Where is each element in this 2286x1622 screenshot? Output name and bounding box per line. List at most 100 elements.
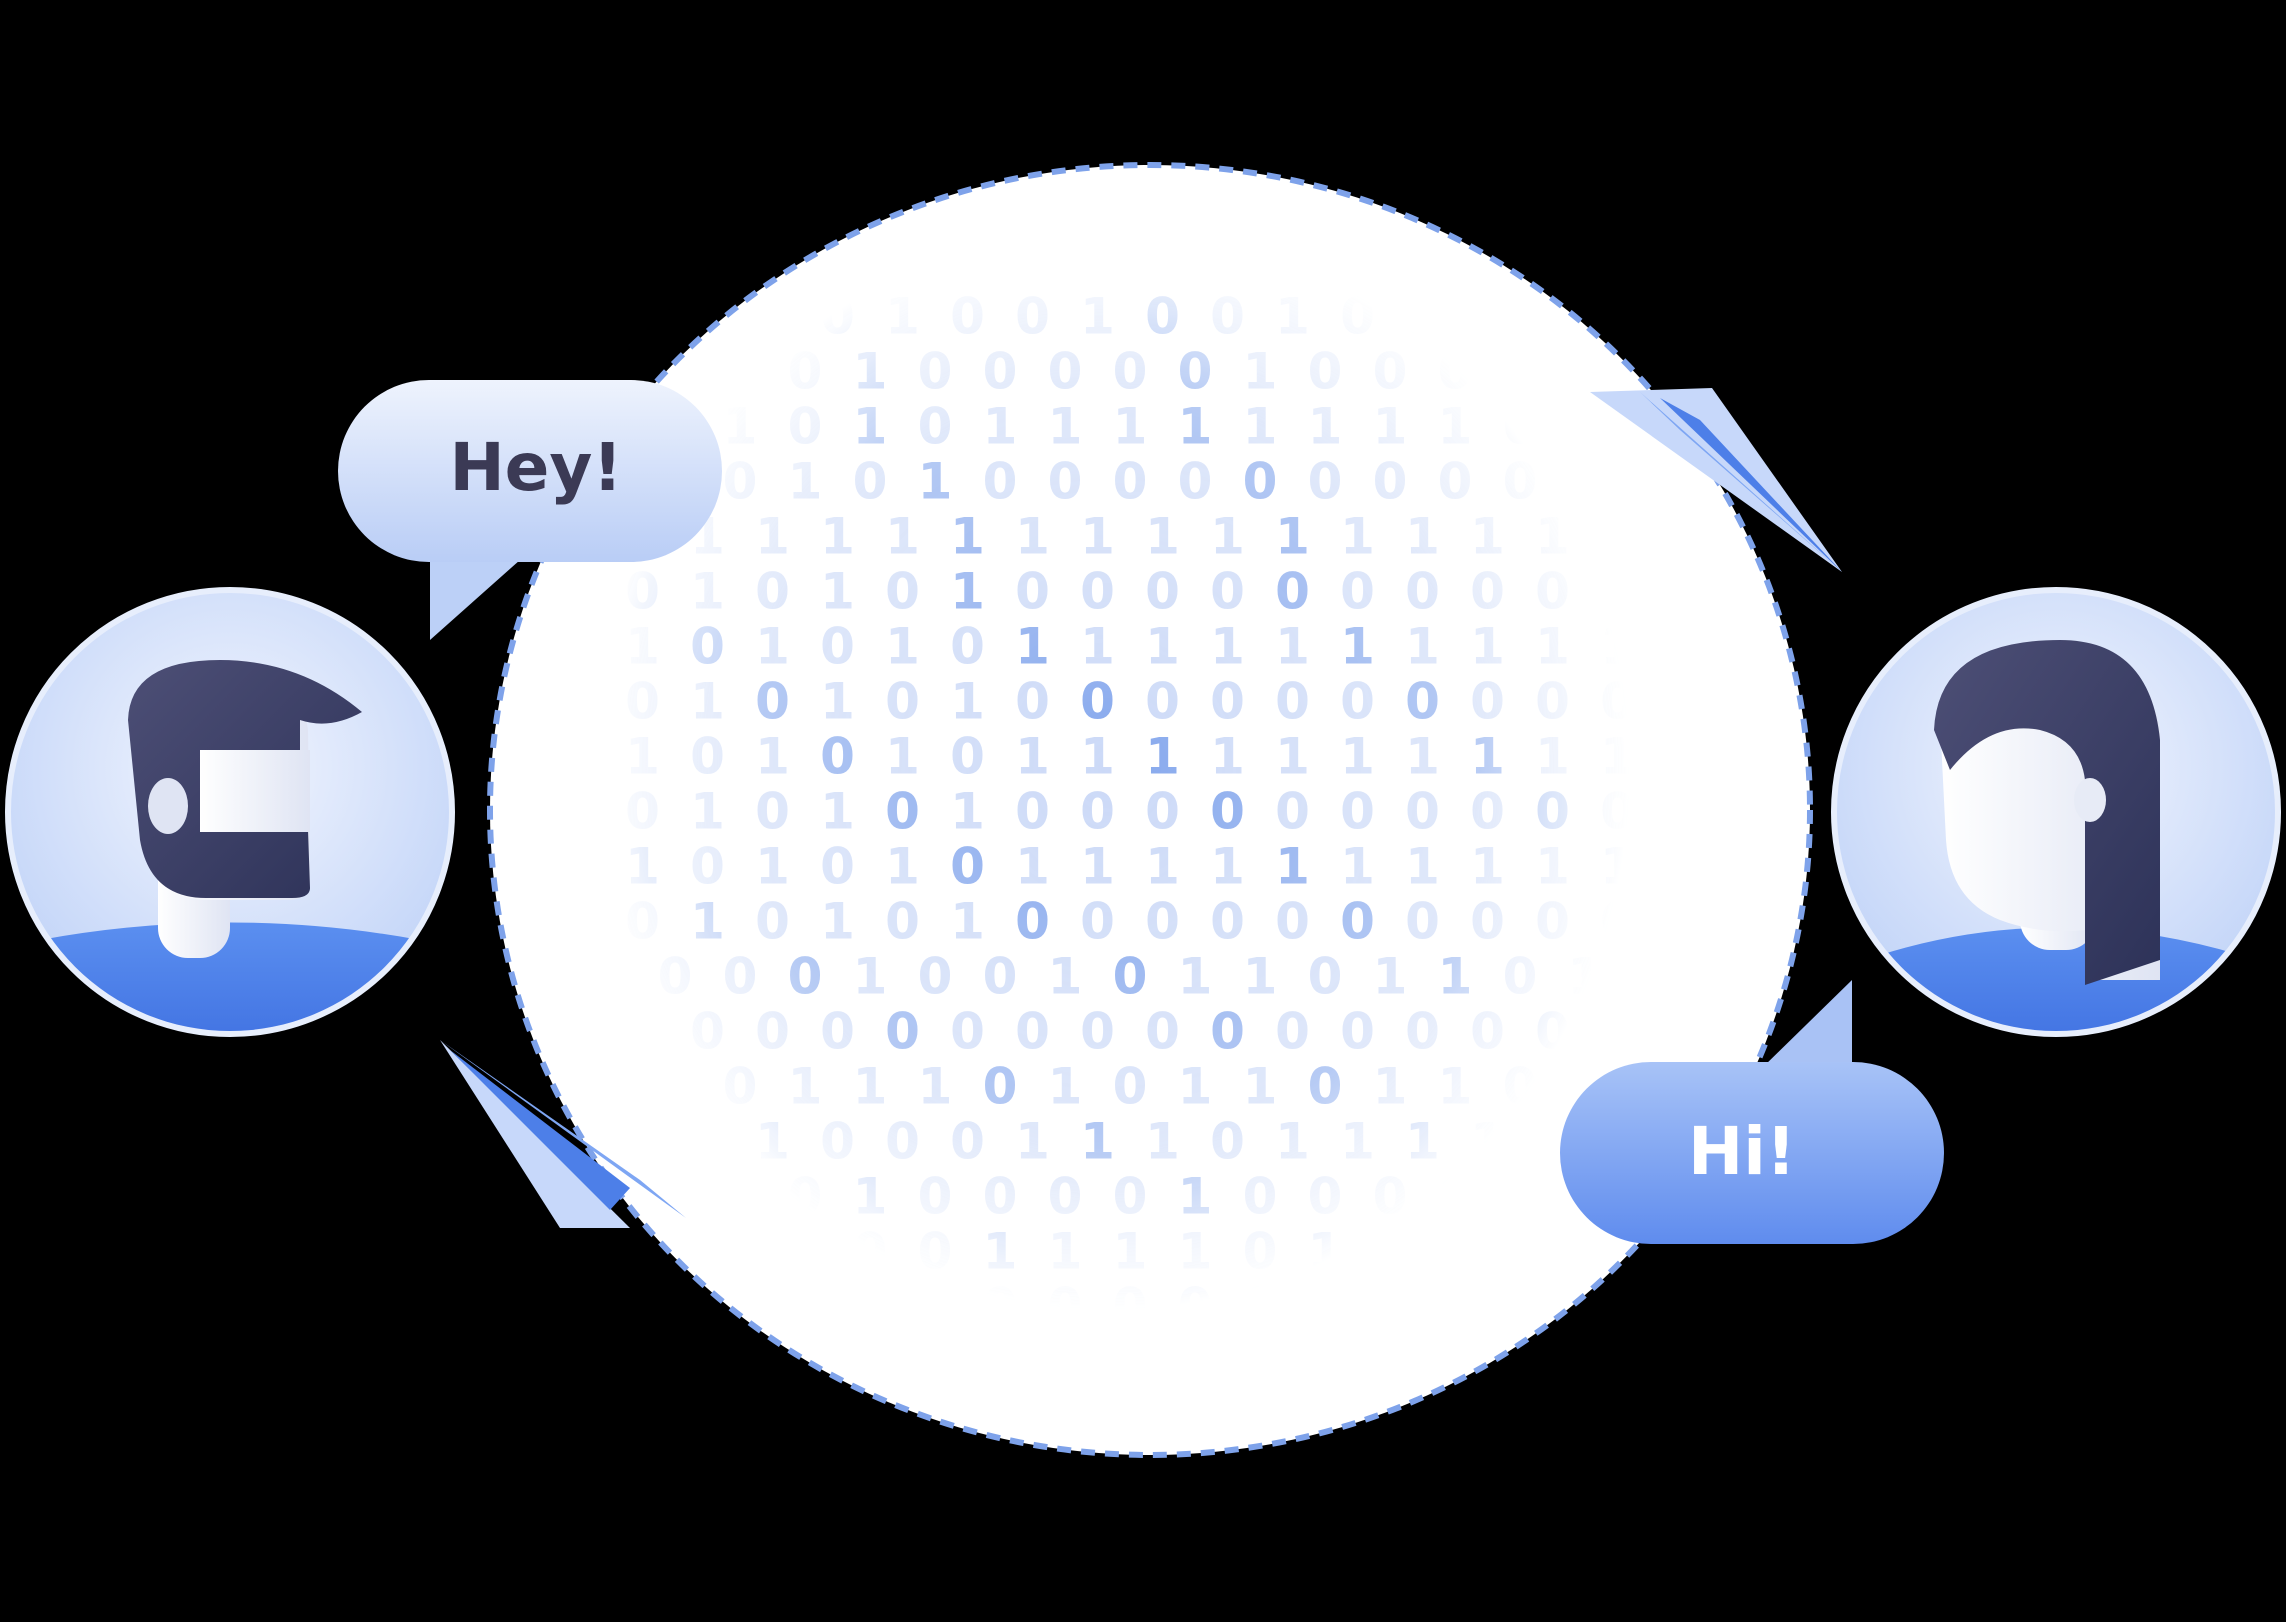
binary-digit: 1 [1145, 728, 1180, 786]
binary-digit: 0 [983, 1168, 1018, 1226]
binary-digit: 0 [1340, 288, 1375, 346]
binary-digit: 1 [1470, 1113, 1505, 1171]
binary-digit: 1 [1373, 1058, 1408, 1116]
binary-digit: 0 [1080, 563, 1115, 621]
binary-digit: 1 [1470, 508, 1505, 566]
binary-digit: 1 [1178, 398, 1213, 456]
binary-digit: 1 [788, 453, 823, 511]
binary-digit: 1 [853, 1058, 888, 1116]
binary-digit: 1 [1048, 948, 1083, 1006]
binary-digit: 1 [690, 563, 725, 621]
binary-digit: 0 [853, 1223, 888, 1281]
binary-digit: 0 [1308, 948, 1343, 1006]
binary-digit: 0 [885, 673, 920, 731]
binary-digit: 1 [625, 838, 660, 896]
binary-digit: 0 [1405, 1003, 1440, 1061]
binary-digit: 1 [1275, 508, 1310, 566]
binary-digit: 0 [1048, 453, 1083, 511]
binary-digit: 1 [853, 398, 888, 456]
binary-digit: 0 [885, 1113, 920, 1171]
binary-digit: 1 [1080, 508, 1115, 566]
binary-digit: 0 [1080, 893, 1115, 951]
binary-digit: 1 [1405, 508, 1440, 566]
binary-digit: 0 [950, 1003, 985, 1061]
binary-digit: 1 [1145, 508, 1180, 566]
binary-digit: 1 [1145, 838, 1180, 896]
binary-digit: 1 [625, 618, 660, 676]
binary-digit: 1 [1210, 728, 1245, 786]
binary-digit: 0 [1470, 893, 1505, 951]
binary-digit: 1 [755, 728, 790, 786]
binary-digit: 0 [1503, 453, 1538, 511]
binary-digit: 1 [1405, 288, 1440, 346]
binary-digit: 0 [885, 1003, 920, 1061]
binary-digit: 0 [1373, 1168, 1408, 1226]
binary-digit: 1 [690, 783, 725, 841]
binary-digit: 0 [918, 343, 953, 401]
binary-digit: 1 [1210, 618, 1245, 676]
woman-avatar-icon [1831, 587, 2281, 1037]
binary-digit: 0 [820, 1113, 855, 1171]
binary-digit: 1 [1438, 1058, 1473, 1116]
binary-digit: 1 [1015, 838, 1050, 896]
binary-digit: 0 [1080, 1003, 1115, 1061]
binary-digit: 1 [1600, 618, 1635, 676]
binary-digit: 1 [1275, 618, 1310, 676]
binary-digit: 0 [1145, 673, 1180, 731]
binary-digit: 0 [1535, 783, 1570, 841]
binary-digit: 0 [983, 343, 1018, 401]
binary-digit: 0 [1405, 673, 1440, 731]
binary-digit: 0 [723, 453, 758, 511]
binary-digit: 0 [1308, 453, 1343, 511]
binary-digit: 0 [918, 398, 953, 456]
binary-digit: 1 [820, 893, 855, 951]
binary-digit: 0 [1210, 893, 1245, 951]
binary-digit: 0 [1113, 453, 1148, 511]
binary-digit: 0 [1113, 1058, 1148, 1116]
binary-digit: 1 [1210, 508, 1245, 566]
binary-digit: 1 [1275, 1113, 1310, 1171]
greeting-hey: Hey! [449, 429, 622, 506]
binary-digit: 1 [1373, 398, 1408, 456]
binary-digit: 1 [1340, 508, 1375, 566]
binary-digit: 1 [1048, 398, 1083, 456]
binary-digit: 0 [788, 1168, 823, 1226]
binary-digit: 1 [1243, 343, 1278, 401]
binary-digit: 1 [1048, 1058, 1083, 1116]
binary-digit: 0 [1113, 343, 1148, 401]
binary-digit: 0 [1600, 783, 1635, 841]
binary-digit: 0 [1275, 893, 1310, 951]
binary-digit: 1 [950, 508, 985, 566]
binary-digit: 0 [1600, 673, 1635, 731]
binary-digit: 0 [1600, 563, 1635, 621]
binary-digit: 0 [1113, 1278, 1148, 1336]
binary-digit: 1 [1275, 728, 1310, 786]
binary-digit: 0 [690, 838, 725, 896]
binary-digit: 0 [820, 728, 855, 786]
binary-digit: 0 [1145, 288, 1180, 346]
binary-digit: 0 [820, 1003, 855, 1061]
binary-digit: 0 [1210, 288, 1245, 346]
binary-digit: 0 [1535, 1003, 1570, 1061]
binary-digit: 1 [1243, 1058, 1278, 1116]
binary-digit: 0 [1308, 343, 1343, 401]
binary-digit: 0 [820, 288, 855, 346]
central-circle [487, 162, 1813, 1458]
binary-digit: 0 [1243, 1223, 1278, 1281]
binary-digit: 0 [788, 343, 823, 401]
binary-digit: 0 [690, 728, 725, 786]
binary-digit: 1 [950, 563, 985, 621]
binary-digit: 1 [983, 1223, 1018, 1281]
greeting-hi: Hi! [1688, 1113, 1796, 1190]
binary-digit: 1 [1308, 398, 1343, 456]
binary-digit: 0 [1015, 563, 1050, 621]
binary-digit: 0 [1340, 893, 1375, 951]
binary-digit: 0 [625, 673, 660, 731]
binary-digit: 1 [1373, 948, 1408, 1006]
binary-digit: 0 [1015, 1003, 1050, 1061]
binary-digit: 0 [1405, 783, 1440, 841]
speech-bubble-right: Hi! [1560, 980, 1944, 1244]
binary-digit: 0 [1340, 563, 1375, 621]
